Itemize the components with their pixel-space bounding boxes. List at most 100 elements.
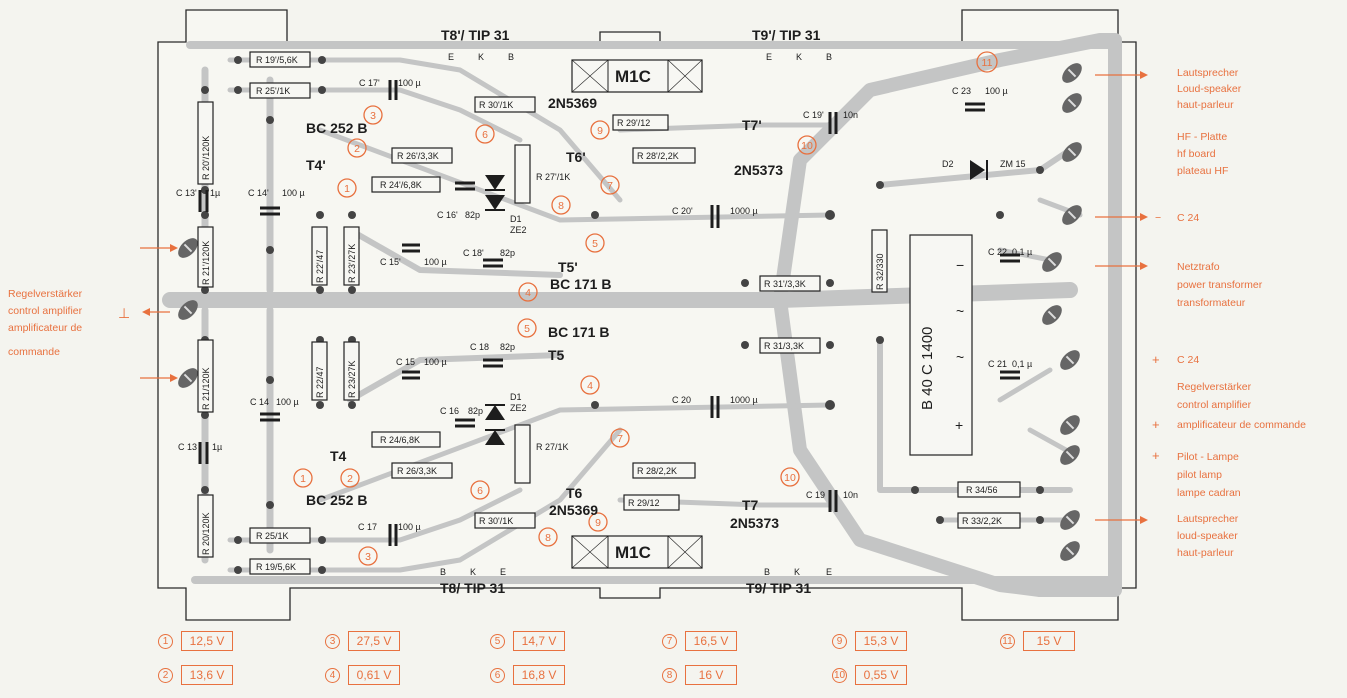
pcb-text-label: K bbox=[470, 567, 476, 577]
pcb-text-label: C 19' bbox=[803, 110, 824, 120]
marker-4b: 4 bbox=[587, 380, 593, 392]
diodes bbox=[485, 160, 988, 445]
pcb-text-label: haut-parleur bbox=[1177, 547, 1234, 559]
pcb-text-label: 7 bbox=[662, 633, 677, 649]
screw-terminals bbox=[178, 63, 1082, 561]
pcb-text-label: C 23 bbox=[952, 86, 971, 96]
label-t7p: T7' bbox=[742, 117, 762, 133]
pcb-text-label: 15,3 V bbox=[855, 631, 907, 651]
pcb-text-label: R 23'/27K bbox=[347, 244, 357, 283]
pcb-text-label: R 26'/3,3K bbox=[397, 151, 439, 161]
pcb-text-label: B bbox=[764, 567, 770, 577]
pcb-text-label: 82p bbox=[465, 210, 480, 220]
pcb-text-label: plateau HF bbox=[1177, 165, 1228, 177]
pcb-text-label: R 24/6,8K bbox=[380, 435, 420, 445]
pcb-text-label: 100 µ bbox=[398, 522, 421, 532]
pcb-text-label: amplificateur de bbox=[8, 322, 82, 334]
marker-9: 9 bbox=[597, 125, 603, 137]
marker-7: 7 bbox=[607, 180, 613, 192]
pcb-text-label: R 30'/1K bbox=[479, 100, 513, 110]
pcb-text-label: pilot lamp bbox=[1177, 469, 1222, 481]
pcb-text-label: C 14 bbox=[250, 397, 269, 407]
marker-5b: 5 bbox=[524, 323, 530, 335]
marker-1: 1 bbox=[344, 183, 350, 195]
pcb-text-label: 100 µ bbox=[398, 78, 421, 88]
pcb-text-label: R 19'/5,6K bbox=[256, 55, 298, 65]
pcb-text-label: R 34/56 bbox=[966, 485, 998, 495]
pcb-text-label: R 23/27K bbox=[347, 360, 357, 398]
pcb-text-label: Loud-speaker bbox=[1177, 83, 1242, 95]
pcb-text-label: R 21'/120K bbox=[201, 241, 211, 285]
pcb-text-label: R 25/1K bbox=[256, 531, 289, 541]
pcb-text-label: R 20/120K bbox=[201, 512, 211, 555]
label-t4p: T4' bbox=[306, 157, 326, 173]
pcb-text-label: D1 bbox=[510, 392, 522, 402]
pcb-text-label: 0,55 V bbox=[855, 665, 907, 685]
pcb-text-label: 16,5 V bbox=[685, 631, 737, 651]
marker-4: 4 bbox=[525, 287, 531, 299]
pcb-text-label: 1 bbox=[158, 633, 173, 649]
pcb-text-label: control amplifier bbox=[1177, 399, 1252, 411]
pcb-text-label: 9 bbox=[832, 633, 847, 649]
label-bc171-bot: BC 171 B bbox=[548, 324, 609, 340]
pcb-text-label: 100 µ bbox=[985, 86, 1008, 96]
label-t5: T5 bbox=[548, 347, 565, 363]
marker-3: 3 bbox=[370, 110, 376, 122]
marker-3b: 3 bbox=[365, 551, 371, 563]
pcb-text-label: B bbox=[508, 52, 514, 62]
connector-labels-left: Regelverstärker control amplifier amplif… bbox=[8, 288, 130, 358]
pin-letters: E K B E K B B K E B K E bbox=[440, 52, 832, 577]
pcb-text-label: C 20 bbox=[672, 395, 691, 405]
pcb-text-label: ZE2 bbox=[510, 225, 527, 235]
pcb-text-label: Lautsprecher bbox=[1177, 67, 1239, 79]
pcb-text-label: R 28'/2,2K bbox=[637, 151, 679, 161]
marker-8: 8 bbox=[558, 200, 564, 212]
label-t6p: T6' bbox=[566, 149, 586, 165]
pcb-text-label: K bbox=[796, 52, 802, 62]
pcb-text-label: R 31'/3,3K bbox=[764, 279, 806, 289]
pcb-text-label: E bbox=[766, 52, 772, 62]
bridge-label: B 40 C 1400 bbox=[919, 327, 936, 410]
pcb-text-label: − bbox=[1155, 212, 1161, 224]
label-t8p: T8'/ TIP 31 bbox=[441, 27, 510, 43]
connector-labels-right: Lautsprecher Loud-speaker haut-parleur H… bbox=[1152, 67, 1306, 559]
marker-10b: 10 bbox=[784, 472, 796, 484]
pcb-text-label: R 26/3,3K bbox=[397, 466, 437, 476]
label-bc171-top: BC 171 B bbox=[550, 276, 611, 292]
pcb-text-label: 5 bbox=[490, 633, 505, 649]
pcb-text-label: 100 µ bbox=[424, 257, 447, 267]
pcb-text-label: C 17 bbox=[358, 522, 377, 532]
capacitor-bodies bbox=[198, 80, 1020, 546]
m1c-blocks bbox=[571, 59, 703, 569]
label-2n5369-bot: 2N5369 bbox=[549, 502, 598, 518]
label-m1c-top: M1C bbox=[615, 67, 651, 86]
pcb-text-label: 100 µ bbox=[276, 397, 299, 407]
pcb-text-label: + bbox=[955, 417, 963, 433]
pcb-text-label: control amplifier bbox=[8, 305, 83, 317]
pcb-text-label: R 20'/120K bbox=[201, 136, 211, 180]
pcb-text-label: C 19 bbox=[806, 490, 825, 500]
pcb-text-label: + bbox=[1152, 352, 1160, 367]
marker-2b: 2 bbox=[347, 473, 353, 485]
component-labels: R 19'/5,6K R 25'/1K R 20'/120K R 21'/120… bbox=[176, 55, 1032, 572]
pcb-text-label: R 27/1K bbox=[536, 442, 569, 452]
pcb-text-label: lampe cadran bbox=[1177, 487, 1241, 499]
pcb-text-label: − bbox=[956, 257, 964, 273]
measurement-markers: 3 2 1 6 9 7 8 5 4 10 11 5 4 7 6 8 9 10 1… bbox=[293, 51, 998, 566]
pcb-text-label: 82p bbox=[500, 248, 515, 258]
pcb-text-label: R 25'/1K bbox=[256, 86, 290, 96]
pcb-text-label: 0,1 µ bbox=[1012, 359, 1032, 369]
marker-10: 10 bbox=[801, 140, 813, 152]
pcb-text-label: 4 bbox=[325, 667, 340, 683]
pcb-text-label: C 21 bbox=[988, 359, 1007, 369]
pcb-text-label: R 27'/1K bbox=[536, 172, 570, 182]
label-m1c-bot: M1C bbox=[615, 543, 651, 562]
pcb-text-label: Regelverstärker bbox=[1177, 381, 1252, 393]
